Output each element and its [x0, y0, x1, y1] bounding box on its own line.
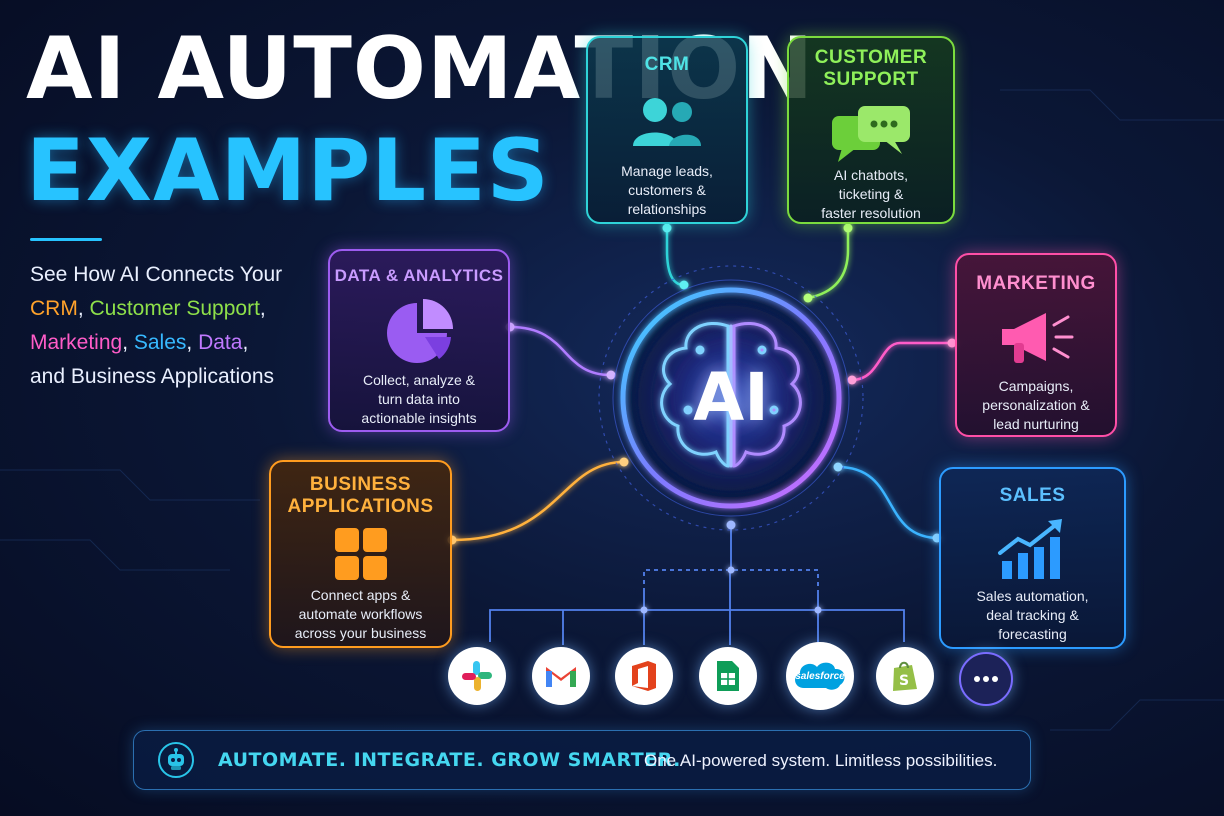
intro-sep: ,: [242, 331, 249, 354]
footer-banner: AUTOMATE. INTEGRATE. GROW SMARTER. One A…: [133, 730, 1031, 790]
pie-chart-icon: [387, 299, 453, 363]
marketing-desc-line: personalization &: [982, 397, 1090, 413]
growth-chart-icon: [997, 519, 1062, 579]
slack-icon: [448, 647, 506, 705]
gmail-icon: [532, 647, 590, 705]
sales-desc-line: deal tracking &: [986, 607, 1079, 623]
intro-line-4: and Business Applications: [30, 365, 274, 388]
intro-sep: ,: [259, 297, 266, 320]
data-title: DATA & ANALYTICS: [334, 266, 504, 285]
data-desc-line: turn data into: [378, 391, 460, 407]
support-title-line: SUPPORT: [823, 69, 919, 90]
sales-title: SALES: [999, 485, 1066, 506]
intro-marketing: Marketing: [30, 331, 123, 354]
data-desc-line: Collect, analyze &: [362, 372, 476, 388]
banner-tagline: One AI-powered system. Limitless possibi…: [644, 751, 998, 770]
megaphone-icon: [1002, 313, 1074, 363]
google-sheets-icon: [699, 647, 757, 705]
title-divider: [30, 238, 102, 241]
business-desc-line: Connect apps &: [310, 587, 411, 603]
salesforce-label: salesforce: [795, 670, 845, 682]
customer-support-card: CUSTOMER SUPPORT AI chatbots, ticketing …: [787, 36, 955, 224]
robot-icon: [158, 742, 194, 778]
marketing-title: MARKETING: [976, 273, 1096, 294]
sales-desc-line: Sales automation,: [976, 588, 1089, 604]
intro-sales: Sales: [133, 331, 187, 354]
marketing-desc-line: lead nurturing: [993, 416, 1079, 432]
more-icon: [959, 652, 1013, 706]
intro-line-2: CRM, Customer Support,: [30, 292, 320, 326]
business-desc-line: across your business: [294, 625, 427, 641]
intro-text: See How AI Connects Your CRM, Customer S…: [30, 258, 320, 394]
banner-slogan: AUTOMATE. INTEGRATE. GROW SMARTER.: [218, 749, 681, 771]
business-title-line: APPLICATIONS: [287, 496, 434, 517]
intro-line-1: See How AI Connects Your: [30, 263, 283, 286]
intro-line-3: Marketing, Sales, Data,: [30, 326, 320, 360]
intro-sep: ,: [77, 297, 90, 320]
marketing-desc-line: Campaigns,: [998, 378, 1074, 394]
business-title: BUSINESS APPLICATIONS: [271, 474, 450, 518]
crm-title: CRM: [644, 54, 690, 75]
intro-crm: CRM: [30, 297, 78, 320]
crm-desc-line: relationships: [627, 201, 707, 217]
office-icon: [615, 647, 673, 705]
data-desc-line: actionable insights: [361, 410, 477, 426]
business-title-line: BUSINESS: [309, 474, 412, 495]
marketing-card: MARKETING Campaigns, personalization & l…: [955, 253, 1117, 437]
hub-ai-label: AI: [693, 359, 769, 436]
data-analytics-card: DATA & ANALYTICS Collect, analyze & turn…: [328, 249, 510, 432]
intro-support: Customer Support: [89, 297, 260, 320]
intro-sep: ,: [122, 331, 134, 354]
intro-sep: ,: [186, 331, 199, 354]
users-icon: [633, 98, 701, 146]
support-title: CUSTOMER SUPPORT: [789, 47, 953, 91]
support-desc-line: ticketing &: [838, 186, 904, 202]
sales-desc-line: forecasting: [998, 626, 1067, 642]
support-title-line: CUSTOMER: [814, 47, 928, 68]
business-desc-line: automate workflows: [298, 606, 423, 622]
hub-outer-ring: [598, 265, 864, 531]
chat-bubbles-icon: [832, 106, 910, 162]
intro-data: Data: [198, 331, 243, 354]
business-applications-card: BUSINESS APPLICATIONS Connect apps & aut…: [269, 460, 452, 648]
crm-desc-line: Manage leads,: [621, 163, 713, 179]
svg-text:S: S: [899, 673, 909, 689]
support-desc-line: AI chatbots,: [834, 167, 908, 183]
crm-card: CRM Manage leads, customers & relationsh…: [586, 36, 748, 224]
salesforce-icon: salesforce: [786, 642, 854, 710]
brain-icon: [660, 321, 802, 468]
crm-desc-line: customers &: [628, 182, 706, 198]
shopify-icon: S: [876, 647, 934, 705]
support-desc-line: faster resolution: [821, 205, 921, 221]
app-grid-icon: [334, 528, 387, 580]
title-line-2: EXAMPLES: [26, 121, 550, 221]
sales-card: SALES Sales automation, deal tracking & …: [939, 467, 1126, 649]
